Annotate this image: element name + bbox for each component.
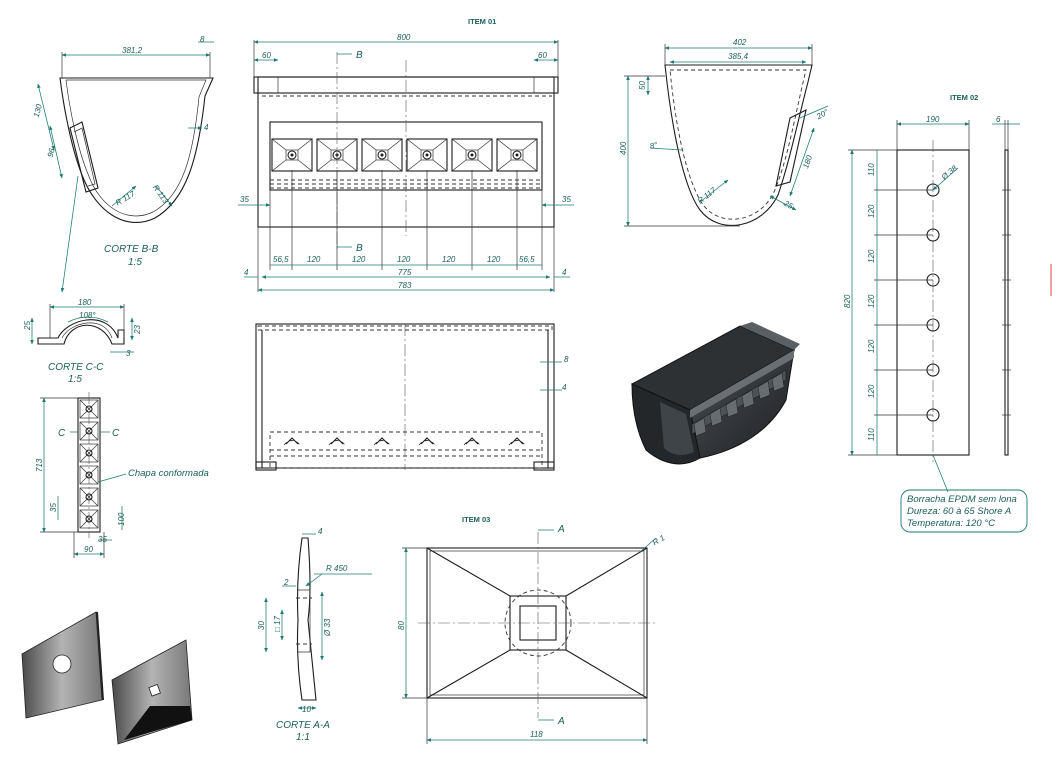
- front-pitch-first: 56,5: [273, 255, 289, 264]
- side-dim-402: 402: [733, 38, 747, 47]
- isometric-plates-render: [21, 611, 193, 745]
- side-dim-180: 180: [801, 154, 814, 170]
- strip-dim-35b: 35: [98, 535, 107, 544]
- aa-r450: R 450: [326, 564, 348, 573]
- item03-dim-80: 80: [397, 621, 406, 630]
- aa-dia33: Ø 33: [323, 618, 332, 637]
- cc-dim-180: 180: [78, 298, 92, 307]
- cc-ang-108: 108°: [79, 311, 96, 320]
- strip-section-c-right: C: [112, 428, 120, 439]
- section-bb-view: 381,2 8 130 96 4 R 117 R 113 CORTE B-B 1…: [32, 35, 214, 293]
- strip-dim-100: 100: [117, 512, 126, 526]
- item02-s120a: 120: [867, 204, 876, 218]
- cc-section-name: CORTE C-C: [48, 362, 104, 373]
- cc-dim-25: 25: [23, 321, 32, 331]
- item02-dia38: Ø 38: [939, 163, 959, 182]
- front-dim-800: 800: [397, 33, 411, 42]
- side-r117: R 117: [696, 185, 718, 205]
- bb-dim-96: 96: [46, 147, 57, 158]
- item02-s110a: 110: [867, 163, 876, 176]
- side-dim-25: 25: [781, 198, 795, 211]
- item02-title: ITEM 02: [950, 93, 978, 102]
- bb-dim-tr: 8: [200, 35, 205, 44]
- bb-r117: R 117: [114, 189, 137, 207]
- front-pitch-1: 120: [307, 255, 321, 264]
- front-dim-35-right: 35: [562, 195, 571, 204]
- aa-dim-2: 2: [283, 578, 289, 587]
- front-pitch-3: 120: [397, 255, 411, 264]
- section-aa-view: 4 R 450 2 30 □ 17 Ø 33 10 CORTE A-A 1:1: [257, 527, 372, 743]
- front-pitch-last: 56,5: [519, 255, 535, 264]
- item02-note-1: Borracha EPDM sem lona: [907, 494, 1017, 505]
- item02-strip-view: 190 6 820 110 120 120 120 120 120 110 Ø …: [843, 115, 1028, 533]
- side-ang-20: 20°: [814, 107, 831, 122]
- item02-note-3: Temperatura: 120 °C: [907, 518, 995, 529]
- item01-bottom-view: 8 4: [255, 323, 569, 471]
- cc-dim-23: 23: [133, 325, 142, 335]
- section-cc-view: 180 108° 25 23 3 CORTE C-C 1:5: [23, 298, 142, 385]
- aa-dim-30: 30: [257, 621, 266, 630]
- item03-dim-118: 118: [530, 730, 543, 739]
- section-mark-b-top: B: [356, 50, 363, 61]
- cc-dim-3: 3: [126, 349, 131, 358]
- strip-dim-90: 90: [84, 545, 93, 554]
- view2-dim-4: 4: [562, 383, 567, 392]
- cc-section-scale: 1:5: [68, 374, 82, 385]
- front-pitch-4: 120: [442, 255, 456, 264]
- aa-sq17: □ 17: [273, 615, 282, 632]
- bb-section-name: CORTE B-B: [104, 244, 159, 255]
- item02-dim-6: 6: [996, 115, 1001, 124]
- aa-section-name: CORTE A-A: [276, 720, 330, 731]
- section-mark-b-bottom: B: [356, 243, 363, 254]
- item03-plate-view: A A R 1 80 118: [397, 524, 666, 744]
- formed-sheet-strip-view: C C 713 35 100 35 90 Chapa conformada: [35, 392, 209, 558]
- item03-section-a-top: A: [557, 524, 565, 535]
- item02-s120e: 120: [867, 384, 876, 398]
- aa-section-scale: 1:1: [296, 732, 310, 743]
- side-dim-50: 50: [638, 81, 647, 90]
- isometric-tray-render: [630, 322, 800, 465]
- bb-section-scale: 1:5: [128, 257, 142, 268]
- item03-r1: R 1: [651, 533, 666, 547]
- front-gap-left-4: 4: [244, 268, 249, 277]
- side-dim-385: 385,4: [728, 52, 749, 61]
- front-dim-60-right: 60: [538, 51, 547, 60]
- bb-dim-4: 4: [204, 123, 209, 132]
- strip-section-c-left: C: [58, 428, 66, 439]
- strip-dim-35: 35: [49, 503, 58, 512]
- front-dim-783: 783: [398, 281, 412, 290]
- item03-title: ITEM 03: [462, 515, 490, 524]
- item03-section-a-bottom: A: [557, 716, 565, 727]
- item02-s120c: 120: [867, 294, 876, 308]
- front-pitch-5: 120: [487, 255, 501, 264]
- side-dim-400: 400: [619, 141, 628, 155]
- aa-dim-10: 10: [302, 705, 311, 714]
- side-ang-8: 8°: [649, 140, 659, 151]
- item01-title: ITEM 01: [468, 17, 496, 26]
- item02-dim-820: 820: [843, 294, 852, 308]
- item02-s120d: 120: [867, 339, 876, 353]
- front-gap-right-4: 4: [562, 268, 567, 277]
- item02-s120b: 120: [867, 249, 876, 263]
- bb-dim-top: 381,2: [122, 46, 143, 55]
- item01-front-view: B B 800 60 60 35 35 56,5 120 120 120 120…: [238, 33, 574, 292]
- strip-note-chapa: Chapa conformada: [128, 468, 209, 479]
- strip-dim-713: 713: [35, 458, 44, 472]
- item02-dim-190: 190: [926, 115, 940, 124]
- bb-dim-130: 130: [32, 103, 44, 119]
- view2-dim-8: 8: [564, 355, 569, 364]
- front-dim-35-left: 35: [240, 195, 249, 204]
- item01-side-view: 402 385,4 50 400 20° 8° 180 25 R 117: [619, 38, 831, 227]
- front-dim-60-left: 60: [262, 51, 271, 60]
- front-pocket-row: [271, 138, 538, 172]
- bb-r113: R 113: [151, 183, 171, 206]
- item02-s110b: 110: [867, 428, 876, 441]
- front-pitch-2: 120: [352, 255, 366, 264]
- item02-note-2: Dureza: 60 à 65 Shore A: [907, 506, 1011, 517]
- front-dim-775: 775: [398, 268, 412, 277]
- aa-dim-4: 4: [318, 527, 323, 536]
